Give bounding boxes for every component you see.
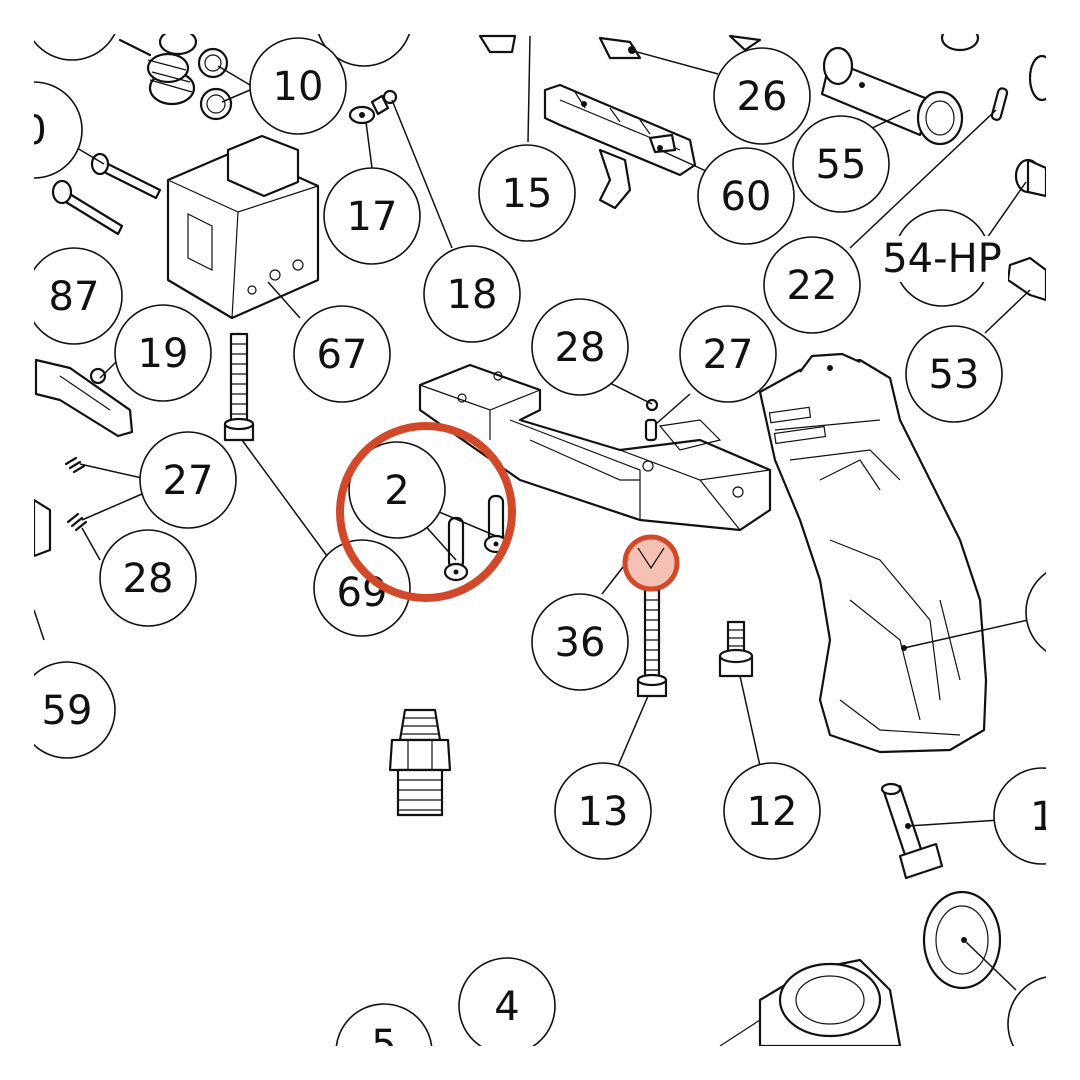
cylinder-bottom-right (719, 958, 902, 1046)
callout-4: 4 (458, 957, 556, 1046)
callout-55: 55 (792, 115, 890, 213)
callout-12: 12 (723, 762, 821, 860)
callout-label-60: 60 (721, 174, 772, 220)
part-top-center (478, 34, 980, 60)
callout-28a: 28 (531, 298, 629, 396)
callout-label-28a: 28 (555, 325, 606, 371)
callout-label-19: 19 (138, 331, 189, 377)
callout-13: 13 (554, 762, 652, 860)
callout-label-17: 17 (347, 194, 398, 240)
callout-14: 14 (993, 767, 1080, 865)
disk-part (922, 890, 1002, 990)
pin-14 (880, 782, 944, 880)
callout-17: 17 (323, 167, 421, 265)
callout-label-2: 2 (384, 468, 409, 514)
cylinder-part-55 (820, 46, 964, 146)
callout-18: 18 (423, 245, 521, 343)
pin-22 (990, 87, 1009, 121)
callout-label-12: 12 (747, 789, 798, 835)
callout-label-0: 0 (21, 108, 46, 154)
callout-label-top2: 10 (339, 0, 390, 42)
callout-label-36: 36 (555, 620, 606, 666)
callout-60: 60 (697, 147, 795, 245)
callout-69: 69 (313, 539, 411, 637)
long-bolt-69 (223, 332, 255, 442)
ring-part-right (1028, 54, 1046, 102)
knurled-part-top-left (118, 34, 198, 106)
callout-label-67: 67 (317, 332, 368, 378)
callout-label-53: 53 (929, 352, 980, 398)
callout-27a: 27 (679, 305, 777, 403)
callout-10: 10 (249, 37, 347, 135)
callout-label-27a: 27 (703, 332, 754, 378)
callout-53: 53 (905, 325, 1003, 423)
lever-part-19 (34, 358, 134, 438)
callout-label-14: 14 (1030, 794, 1080, 840)
callout-15: 15 (478, 144, 576, 242)
callout-label-top1: 10 (47, 0, 98, 36)
threaded-fitting (388, 708, 452, 817)
callout-label-18: 18 (447, 272, 498, 318)
screw-12 (718, 620, 754, 678)
bolts-left (51, 152, 162, 236)
part-54-hp (1014, 158, 1046, 198)
callout-label-4: 4 (494, 984, 519, 1030)
callout-0: 0 (21, 81, 83, 179)
trigger-assembly (543, 83, 697, 210)
callout-label-13: 13 (578, 789, 629, 835)
mount-block (418, 363, 772, 532)
callout-label-54-hp: 54-HP (882, 236, 1002, 282)
pins-part-2 (443, 494, 509, 582)
callout-label-28b: 28 (123, 556, 174, 602)
washers-10 (197, 47, 233, 121)
callout-2: 2 (348, 441, 446, 539)
callout-label-22: 22 (787, 263, 838, 309)
callout-label-27b: 27 (163, 458, 214, 504)
callout-right-bottom (1007, 976, 1046, 1046)
callout-54-hp: 54-HP (878, 209, 1008, 307)
highlight-ring-part-2 (336, 422, 516, 602)
grip-part (758, 352, 988, 754)
callout-59: 59 (34, 661, 116, 759)
highlight-dot-part-36 (622, 534, 680, 592)
screw-17 (348, 89, 398, 125)
callout-label-15: 15 (502, 171, 553, 217)
callout-28b: 28 (99, 529, 197, 627)
callout-top2: 10 (317, 0, 411, 67)
long-screw-13 (636, 588, 668, 698)
callout-87: 87 (34, 247, 123, 345)
callout-label-10: 10 (273, 64, 324, 110)
callout-label-59: 59 (42, 688, 93, 734)
callout-label-69: 69 (337, 570, 388, 616)
callout-36: 36 (531, 593, 629, 691)
callout-label-26: 26 (737, 74, 788, 120)
small-parts-mount (644, 398, 659, 442)
callout-top1: 10 (34, 0, 116, 61)
springs-left (34, 456, 88, 558)
callout-26: 26 (713, 47, 811, 145)
callout-19: 19 (114, 304, 212, 402)
callout-22: 22 (763, 236, 861, 334)
callout-5: 5 (335, 1003, 433, 1068)
callout-label-87: 87 (49, 274, 100, 320)
callout-right-mid (1025, 572, 1046, 652)
callout-27b: 27 (139, 431, 237, 529)
callout-label-55: 55 (816, 142, 867, 188)
block-part-67 (166, 134, 320, 320)
callout-67: 67 (293, 305, 391, 403)
callout-label-5: 5 (371, 1022, 396, 1068)
